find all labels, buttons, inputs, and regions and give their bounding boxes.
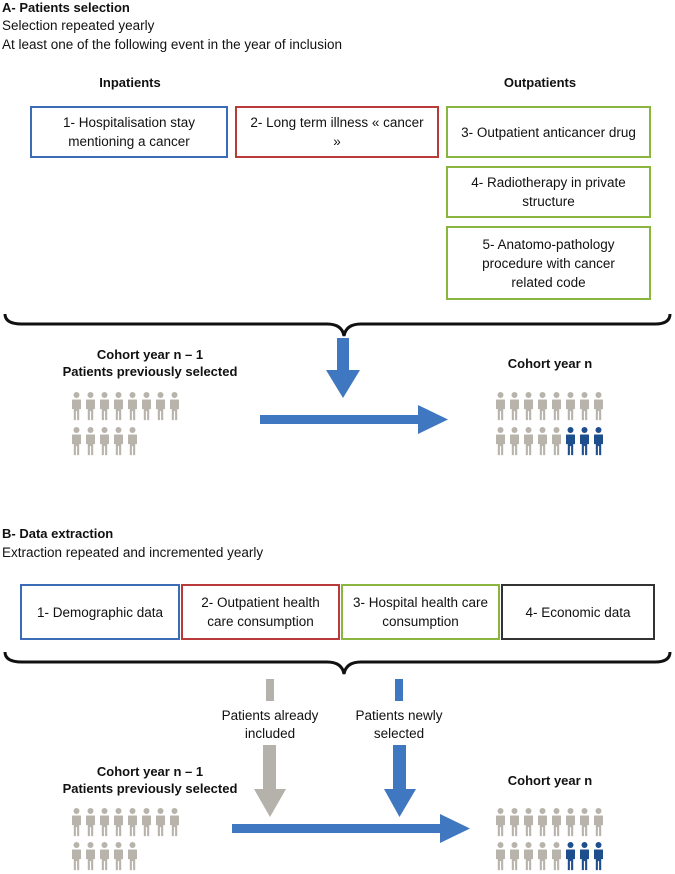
arrow-down-grey bbox=[254, 745, 286, 817]
brace-b bbox=[3, 651, 672, 675]
arrow-down-blue bbox=[384, 745, 416, 817]
inpatients-header: Inpatients bbox=[99, 75, 161, 90]
criterion-box-hospitalisation: 1- Hospitalisation stay mentioning a can… bbox=[30, 106, 228, 158]
criterion-box-anatomo-pathology: 5- Anatomo-pathology procedure with canc… bbox=[446, 226, 651, 300]
stub-blue bbox=[395, 679, 403, 701]
cohort-prev-label-b: Cohort year n – 1 bbox=[96, 764, 204, 779]
outpatients-header: Outpatients bbox=[503, 75, 577, 90]
stub-grey bbox=[266, 679, 274, 701]
section-b-subtitle: Extraction repeated and incremented year… bbox=[2, 545, 264, 560]
data-box-economic: 4- Economic data bbox=[501, 584, 655, 640]
arrow-down-a bbox=[326, 338, 360, 398]
section-a-criteria: At least one of the following event in t… bbox=[2, 37, 342, 52]
brace-a bbox=[3, 313, 672, 337]
data-box-hospital-consumption: 3- Hospital health care consumption bbox=[341, 584, 500, 640]
newly-selected-label: Patients newly selected bbox=[355, 708, 443, 741]
people-prev-a bbox=[72, 392, 179, 456]
cohort-prev-label-a: Cohort year n – 1 bbox=[96, 347, 204, 362]
section-b-title: B- Data extraction bbox=[2, 526, 114, 541]
arrow-right-b bbox=[232, 814, 470, 843]
arrow-right-a bbox=[260, 405, 448, 434]
cohort-new-label-a: Cohort year n bbox=[507, 356, 593, 371]
data-box-outpatient-consumption: 2- Outpatient health care consumption bbox=[181, 584, 340, 640]
section-a-title: A- Patients selection bbox=[2, 0, 130, 15]
people-prev-b bbox=[72, 808, 179, 871]
data-box-demographic: 1- Demographic data bbox=[20, 584, 180, 640]
criterion-box-radiotherapy: 4- Radiotherapy in private structure bbox=[446, 166, 651, 218]
people-new-a bbox=[496, 392, 603, 456]
section-a-subtitle: Selection repeated yearly bbox=[2, 18, 155, 33]
already-included-label: Patients already included bbox=[221, 708, 319, 741]
people-new-b bbox=[496, 808, 603, 871]
criterion-box-anticancer-drug: 3- Outpatient anticancer drug bbox=[446, 106, 651, 158]
criterion-box-long-term-illness: 2- Long term illness « cancer » bbox=[235, 106, 439, 158]
cohort-new-label-b: Cohort year n bbox=[507, 773, 593, 788]
cohort-prev-sublabel-a: Patients previously selected bbox=[62, 364, 238, 379]
cohort-prev-sublabel-b: Patients previously selected bbox=[62, 781, 238, 796]
